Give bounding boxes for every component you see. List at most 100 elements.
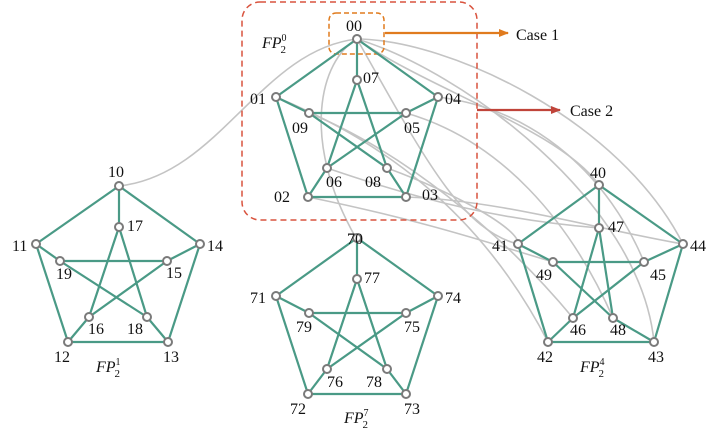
graph-edge (386, 167, 407, 198)
graph-edge (386, 368, 407, 395)
graph-edge (274, 295, 310, 395)
node-label-13: 13 (163, 349, 179, 366)
node-label-18: 18 (127, 321, 143, 338)
node-label-49: 49 (536, 267, 552, 284)
node-label-07: 07 (363, 70, 379, 87)
graph-edge (652, 243, 685, 343)
node-49 (548, 257, 558, 267)
node-label-48: 48 (610, 322, 626, 339)
graph-edge (405, 295, 439, 314)
node-14 (195, 239, 205, 249)
node-71 (271, 291, 281, 301)
graph-edge (404, 295, 440, 395)
node-label-47: 47 (608, 219, 624, 236)
cross-link (307, 196, 554, 263)
graph-edge (643, 243, 684, 263)
node-label-14: 14 (207, 238, 223, 255)
node-70 (352, 233, 362, 243)
graph-edge (356, 38, 439, 98)
node-11 (31, 239, 41, 249)
graph-edge (87, 226, 121, 318)
node-74 (433, 291, 443, 301)
cross-link (275, 96, 549, 343)
node-01 (271, 92, 281, 102)
cross-link (405, 196, 684, 245)
node-label-01: 01 (250, 91, 266, 108)
graph-edge (275, 237, 358, 297)
node-41 (513, 239, 523, 249)
graph-edge (326, 312, 407, 370)
node-46 (568, 313, 578, 323)
node-label-46: 46 (570, 322, 586, 339)
graph-edge (326, 112, 407, 169)
node-label-45: 45 (650, 267, 666, 284)
cross-link (118, 38, 358, 187)
node-label-73: 73 (404, 401, 420, 418)
graph-edge (571, 227, 601, 319)
node-79 (304, 308, 314, 318)
node-label-42: 42 (537, 349, 553, 366)
graph-edge (572, 261, 645, 319)
cross-link (356, 38, 684, 245)
graph-edge (405, 96, 439, 114)
node-label-19: 19 (56, 266, 72, 283)
node-label-71: 71 (250, 290, 266, 307)
graph-edge (517, 243, 554, 263)
graph-edge (597, 227, 615, 319)
graph-edge (612, 317, 655, 343)
graph-edge (547, 317, 574, 343)
node-label-17: 17 (127, 218, 143, 235)
node-42 (543, 337, 553, 347)
graph-edge (307, 368, 328, 395)
node-label-11: 11 (12, 238, 27, 255)
node-label-43: 43 (648, 349, 664, 366)
node-07 (352, 75, 362, 85)
node-44 (678, 239, 688, 249)
graph-edge (166, 243, 202, 343)
graph-edge (88, 260, 168, 318)
node-label-15: 15 (166, 265, 182, 282)
node-label-04: 04 (445, 91, 461, 108)
node-12 (63, 337, 73, 347)
node-06 (322, 163, 332, 173)
graph-edge (146, 316, 169, 343)
graph-edge (117, 226, 149, 318)
node-13 (163, 337, 173, 347)
node-label-74: 74 (445, 290, 461, 307)
graph-edge (308, 312, 388, 370)
node-label-79: 79 (296, 319, 312, 336)
node-label-00: 00 (346, 18, 362, 35)
graph-edge (356, 237, 439, 297)
node-47 (594, 223, 604, 233)
graph-edge (275, 295, 310, 314)
case1-label: Case 1 (516, 27, 559, 44)
node-label-41: 41 (492, 238, 508, 255)
node-09 (304, 108, 314, 118)
node-16 (84, 312, 94, 322)
node-40 (594, 180, 604, 190)
graph-edge (404, 96, 440, 198)
node-17 (114, 222, 124, 232)
graph-edge (516, 243, 550, 343)
node-08 (382, 163, 392, 173)
graph-edge (34, 243, 70, 343)
graph-edge (275, 38, 358, 98)
node-label-12: 12 (54, 349, 70, 366)
graph-edge (59, 260, 148, 318)
node-label-16: 16 (88, 321, 104, 338)
node-03 (401, 192, 411, 202)
node-19 (55, 256, 65, 266)
node-label-03: 03 (422, 187, 438, 204)
node-label-06: 06 (326, 174, 342, 191)
cross-link (326, 167, 600, 229)
node-76 (322, 364, 332, 374)
